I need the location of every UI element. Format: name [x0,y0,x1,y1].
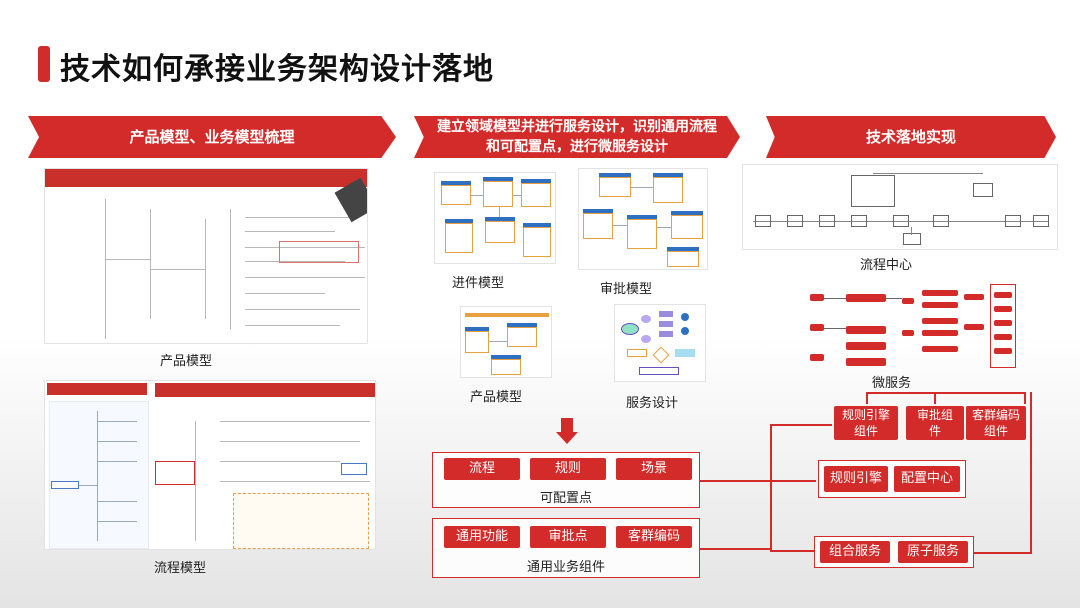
caption-service-design: 服务设计 [626,396,679,411]
flow-center-thumbnail [742,164,1058,250]
caption-flow-model: 流程模型 [154,561,207,576]
config-item-flow: 流程 [444,458,520,480]
arrow-horizontal-connector [866,392,1026,394]
caption-flow-center: 流程中心 [860,258,913,273]
common-item-general-function: 通用功能 [444,526,520,548]
rule-engine-box: 规则引擎 [824,466,888,492]
connector-vertical-right [1030,392,1032,554]
banner-label: 技术落地实现 [865,128,956,146]
connector-to-components [770,424,832,426]
connector-services-right [974,552,1032,554]
down-arrow-icon [556,432,578,444]
microservice-thumbnail [806,284,1018,368]
banner-label: 产品模型、业务模型梳理 [129,128,295,146]
banner-domain-model: 建立领域模型并进行服务设计，识别通用流程和可配置点，进行微服务设计 [414,116,740,158]
banner-product-business-model: 产品模型、业务模型梳理 [28,116,396,158]
connector-vertical-left [770,424,772,550]
caption-approval-model: 审批模型 [600,282,653,297]
connector-config-to-engines [700,480,816,482]
component-customer-code: 客群编码组件 [966,406,1026,440]
config-center-box: 配置中心 [894,466,960,492]
config-item-rule: 规则 [530,458,606,480]
title-accent-bar [38,46,50,82]
banner-tech-implementation: 技术落地实现 [766,116,1056,158]
common-item-customer-code: 客群编码 [616,526,692,548]
thumb-highlight-box [279,241,359,263]
connector-common-to-services-a [700,548,772,550]
banner-label: 建立领域模型并进行服务设计，识别通用流程和可配置点，进行微服务设计 [437,119,717,155]
component-rule-engine-label: 规则引擎组件 [842,408,891,438]
approval-model-thumbnail [578,168,708,270]
page-title: 技术如何承接业务架构设计落地 [60,52,494,87]
caption-product-model-2: 产品模型 [470,390,523,405]
arrow-to-approval-component [934,392,936,404]
product-model-thumbnail [44,168,368,344]
thumb-header-bar [45,169,367,187]
down-arrow-shaft [561,418,573,434]
arrow-to-customer-code-component [1024,392,1026,404]
configurable-points-label: 可配置点 [539,491,592,506]
config-item-scene: 场景 [616,458,692,480]
connector-to-services [770,550,814,552]
caption-intake-model: 进件模型 [452,276,505,291]
component-approval: 审批组件 [906,406,964,440]
common-item-approval-point: 审批点 [530,526,606,548]
caption-microservice: 微服务 [872,376,912,391]
component-approval-label: 审批组件 [916,408,953,438]
atomic-service-box: 原子服务 [898,541,968,563]
caption-product-model: 产品模型 [160,354,213,369]
component-rule-engine: 规则引擎组件 [834,406,898,440]
service-design-thumbnail [614,304,706,382]
component-customer-code-label: 客群编码组件 [971,408,1020,438]
common-business-components-label: 通用业务组件 [526,560,605,575]
intake-model-thumbnail [434,172,556,264]
arrow-to-rule-engine-component [866,392,868,404]
composite-service-box: 组合服务 [820,541,890,563]
product-model-diagram-thumbnail [460,306,552,378]
flow-model-thumbnail [44,380,376,550]
